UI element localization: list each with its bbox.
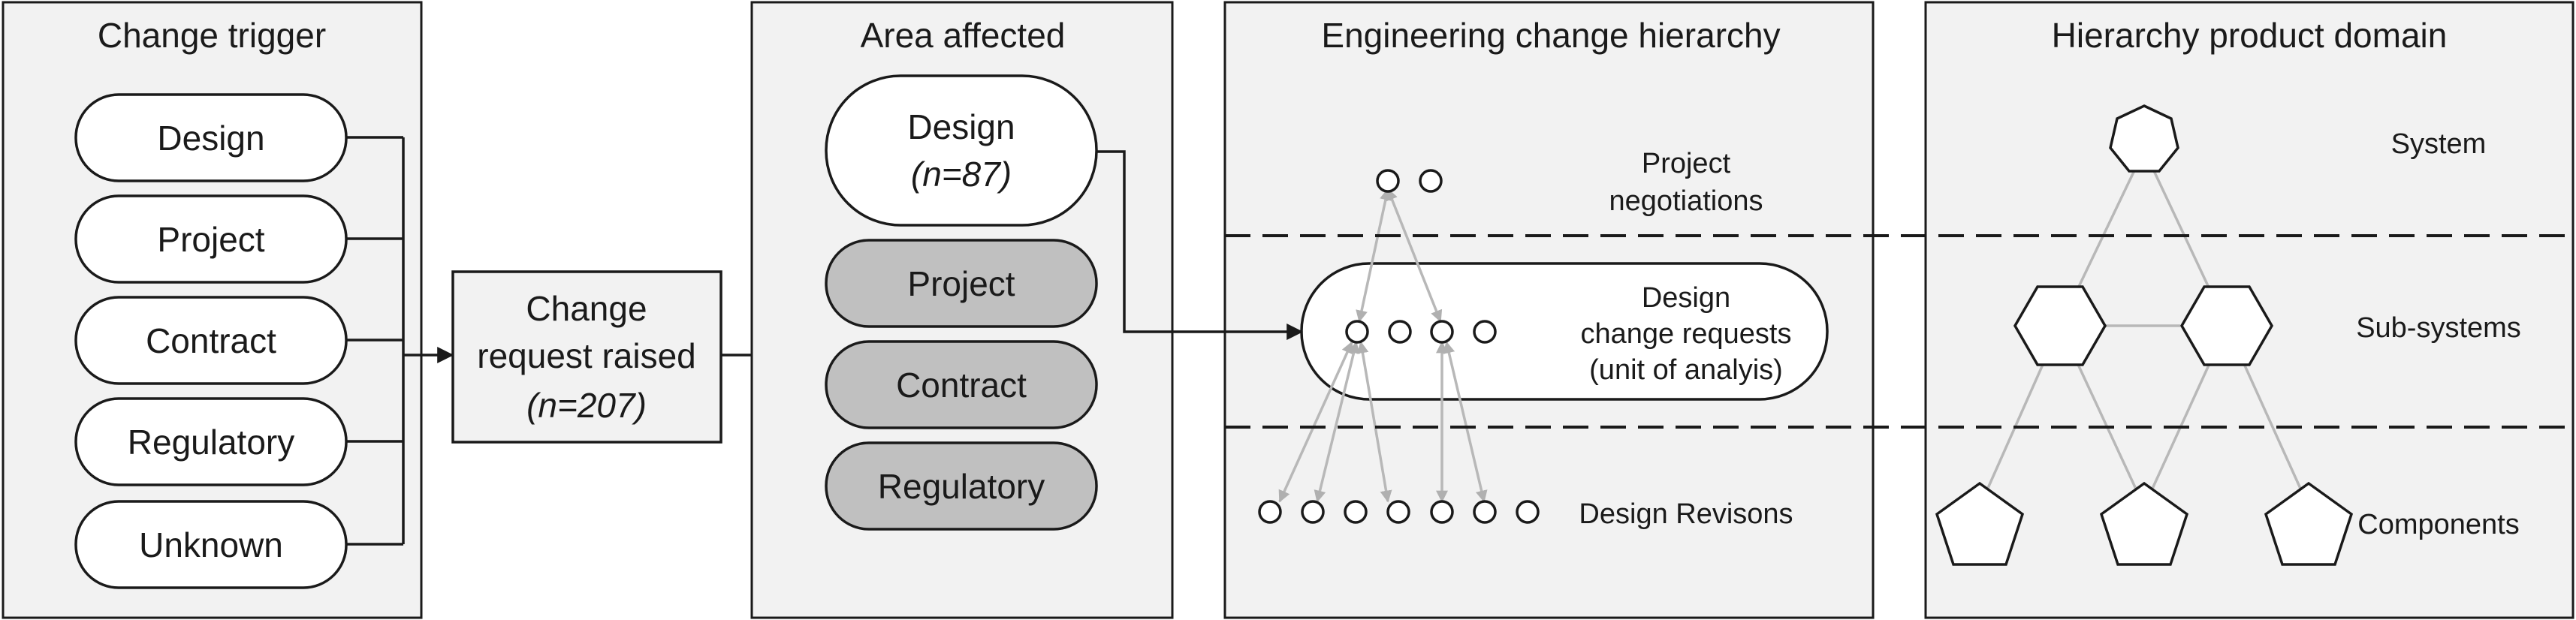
subsystems-label: Sub-systems	[2356, 312, 2521, 344]
design-change-requests-pill: Design change requests (unit of analyis)	[1300, 262, 1829, 401]
pentagon-icon	[1935, 481, 2025, 566]
circle-node-icon	[1473, 500, 1497, 524]
area-regulatory-label: Regulatory	[878, 467, 1045, 506]
trigger-contract-pill: Contract	[74, 296, 348, 385]
circle-node-icon	[1301, 500, 1325, 524]
area-regulatory-pill: Regulatory	[825, 441, 1098, 531]
level2-line1: Design	[1642, 282, 1730, 314]
area-project-label: Project	[907, 264, 1015, 303]
trigger-project-label: Project	[157, 220, 264, 259]
area-affected-panel: Area affected Design (n=87) Project Cont…	[750, 1, 1174, 619]
area-contract-label: Contract	[896, 366, 1027, 405]
circle-node-icon	[1419, 169, 1443, 193]
trigger-design-pill: Design	[74, 93, 348, 182]
area-design-label: Design	[907, 107, 1015, 146]
circle-node-icon	[1376, 169, 1400, 193]
area-design-count: (n=87)	[911, 155, 1012, 194]
area-affected-title: Area affected	[861, 16, 1066, 55]
change-request-line1: Change	[526, 289, 647, 328]
hexagon-icon	[2179, 285, 2274, 366]
design-change-request-nodes	[1345, 320, 1497, 344]
trigger-contract-label: Contract	[146, 321, 276, 360]
circle-node-icon	[1430, 500, 1454, 524]
circle-node-icon	[1386, 500, 1410, 524]
change-request-count: (n=207)	[526, 386, 647, 425]
hexagon-icon	[2013, 285, 2107, 366]
circle-node-icon	[1344, 500, 1368, 524]
trigger-unknown-label: Unknown	[139, 525, 283, 564]
level3-label: Design Revisons	[1579, 498, 1793, 530]
change-trigger-panel: Change trigger Design Project Contract R…	[2, 1, 454, 619]
hierarchy-links	[1278, 188, 1488, 503]
trigger-connector	[346, 136, 454, 546]
design-to-change-request-arrow	[1096, 150, 1304, 340]
engineering-hierarchy-panel: Engineering change hierarchy Design chan…	[1223, 1, 1875, 619]
circle-node-icon	[1345, 320, 1369, 344]
pentagon-icon	[2099, 481, 2189, 566]
level1-line1: Project	[1642, 148, 1731, 179]
circle-node-icon	[1430, 320, 1454, 344]
change-request-line2: request raised	[477, 336, 696, 375]
area-project-pill: Project	[825, 239, 1098, 328]
project-negotiation-nodes	[1376, 169, 1443, 193]
trigger-unknown-pill: Unknown	[74, 500, 348, 589]
trigger-regulatory-label: Regulatory	[128, 423, 294, 462]
product-domain-panel: Hierarchy product domain System Sub-syst…	[1924, 1, 2574, 619]
level2-line2: change requests	[1581, 318, 1792, 350]
area-design-pill: Design (n=87)	[825, 74, 1098, 227]
heptagon-icon	[2109, 104, 2179, 173]
level2-line3: (unit of analyis)	[1589, 354, 1783, 386]
trigger-regulatory-pill: Regulatory	[74, 397, 348, 486]
change-trigger-title: Change trigger	[98, 16, 326, 55]
circle-node-icon	[1473, 320, 1497, 344]
trigger-project-pill: Project	[74, 194, 348, 284]
system-label: System	[2391, 128, 2487, 160]
design-revision-nodes	[1258, 500, 1540, 524]
change-request-box: Change request raised (n=207)	[451, 270, 722, 444]
product-domain-title: Hierarchy product domain	[2052, 16, 2448, 55]
level1-line2: negotiations	[1609, 185, 1763, 217]
area-contract-pill: Contract	[825, 340, 1098, 429]
components-label: Components	[2357, 509, 2519, 540]
circle-node-icon	[1516, 500, 1540, 524]
engineering-hierarchy-title: Engineering change hierarchy	[1321, 16, 1780, 55]
circle-node-icon	[1258, 500, 1282, 524]
trigger-design-label: Design	[157, 119, 264, 158]
circle-node-icon	[1388, 320, 1412, 344]
pentagon-icon	[2264, 481, 2354, 566]
